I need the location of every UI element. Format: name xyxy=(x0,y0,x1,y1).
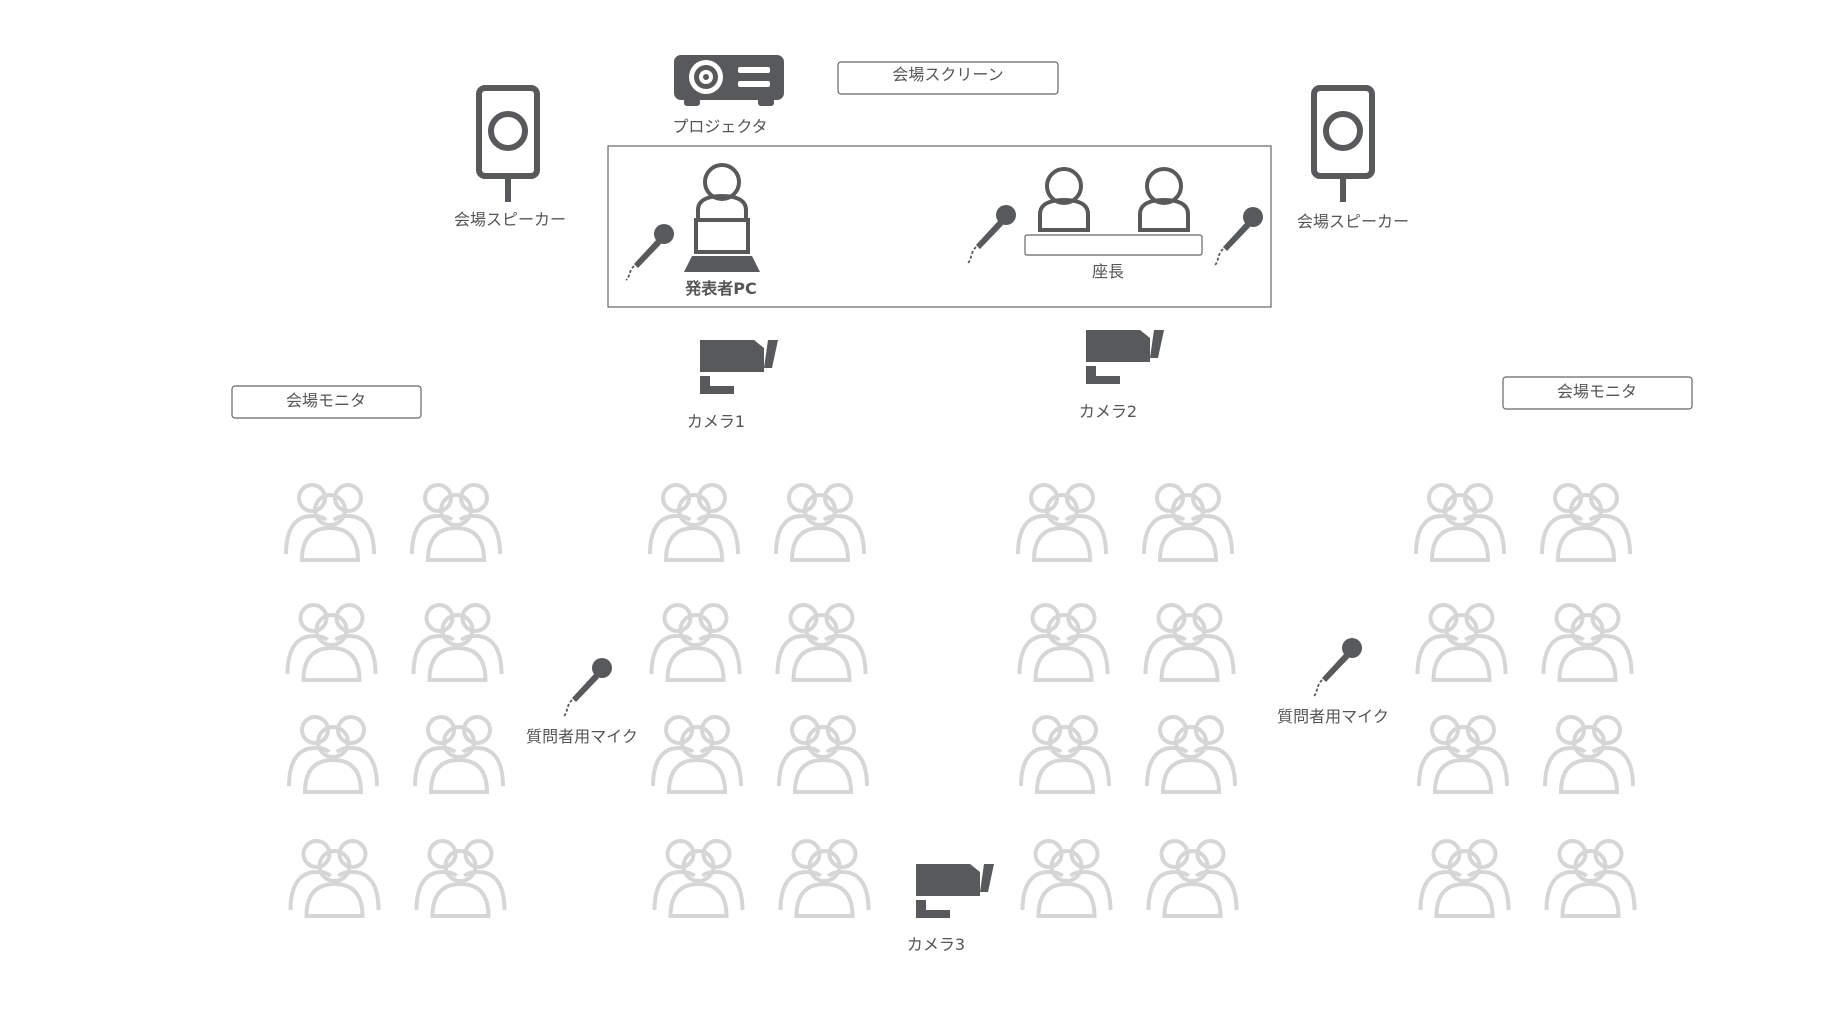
venue-screen-label: 会場スクリーン xyxy=(892,65,1003,84)
audience-group-icon xyxy=(1414,483,1506,562)
venue-screen-box xyxy=(837,61,1059,95)
camera2-label: カメラ2 xyxy=(1079,402,1137,421)
question-mic-left-icon xyxy=(563,658,612,717)
audience-group-icon xyxy=(1143,603,1236,682)
question-mic-right-icon xyxy=(1313,638,1362,697)
speaker-left-label: 会場スピーカー xyxy=(454,210,566,229)
monitor-left-box xyxy=(231,385,422,419)
audience-group-icon xyxy=(1544,839,1637,918)
audience-group-icon xyxy=(649,603,742,682)
audience-group-icon xyxy=(284,483,376,562)
audience-group-icon xyxy=(287,715,379,794)
projector-icon xyxy=(674,55,784,106)
audience-group-icon xyxy=(1418,839,1511,918)
audience-group-icon xyxy=(1017,603,1110,682)
question-mic-left-label: 質問者用マイク xyxy=(526,727,638,746)
audience-group-icon xyxy=(1543,715,1635,794)
audience-group-icon xyxy=(775,603,868,682)
audience-group-icon xyxy=(1541,603,1634,682)
camera3-label: カメラ3 xyxy=(907,935,965,954)
projector-label: プロジェクタ xyxy=(672,117,767,136)
audience-group-icon xyxy=(774,483,866,562)
chair-desk xyxy=(1024,234,1203,256)
speaker-right-label: 会場スピーカー xyxy=(1297,212,1409,231)
microphone-icon xyxy=(1214,207,1263,266)
microphone-icon xyxy=(967,205,1016,264)
monitor-right-label: 会場モニタ xyxy=(1557,382,1637,401)
chair-label: 座長 xyxy=(1092,262,1124,281)
audience-group-icon xyxy=(1019,715,1111,794)
audience-group-icon xyxy=(411,603,504,682)
audience-group-icon xyxy=(648,483,740,562)
audience-group-icon xyxy=(1415,603,1508,682)
camera2-icon xyxy=(1086,330,1164,384)
audience-group-icon xyxy=(1417,715,1509,794)
monitor-left-label: 会場モニタ xyxy=(286,391,366,410)
audience-group-icon xyxy=(1540,483,1632,562)
microphone-icon xyxy=(625,224,674,281)
audience-group-icon xyxy=(285,603,378,682)
camera3-icon xyxy=(916,864,994,918)
audience-group-icon xyxy=(778,839,871,918)
audience-group-icon xyxy=(777,715,869,794)
laptop-icon xyxy=(684,218,760,272)
audience-group-icon xyxy=(1142,483,1234,562)
audience-group-icon xyxy=(651,715,743,794)
audience-group-icon xyxy=(1146,839,1239,918)
audience-area xyxy=(284,483,1637,918)
audience-group-icon xyxy=(413,715,505,794)
audience-group-icon xyxy=(414,839,507,918)
camera1-label: カメラ1 xyxy=(687,412,745,431)
monitor-right-box xyxy=(1502,376,1693,410)
speaker-left-icon xyxy=(476,85,540,202)
presenter-pc-label: 発表者PC xyxy=(684,279,756,298)
camera1-icon xyxy=(700,340,778,394)
audience-group-icon xyxy=(1020,839,1113,918)
question-mic-right-label: 質問者用マイク xyxy=(1277,707,1389,726)
speaker-right-icon xyxy=(1311,85,1375,202)
audience-group-icon xyxy=(652,839,745,918)
audience-group-icon xyxy=(288,839,381,918)
audience-group-icon xyxy=(1016,483,1108,562)
audience-group-icon xyxy=(410,483,502,562)
audience-group-icon xyxy=(1145,715,1237,794)
